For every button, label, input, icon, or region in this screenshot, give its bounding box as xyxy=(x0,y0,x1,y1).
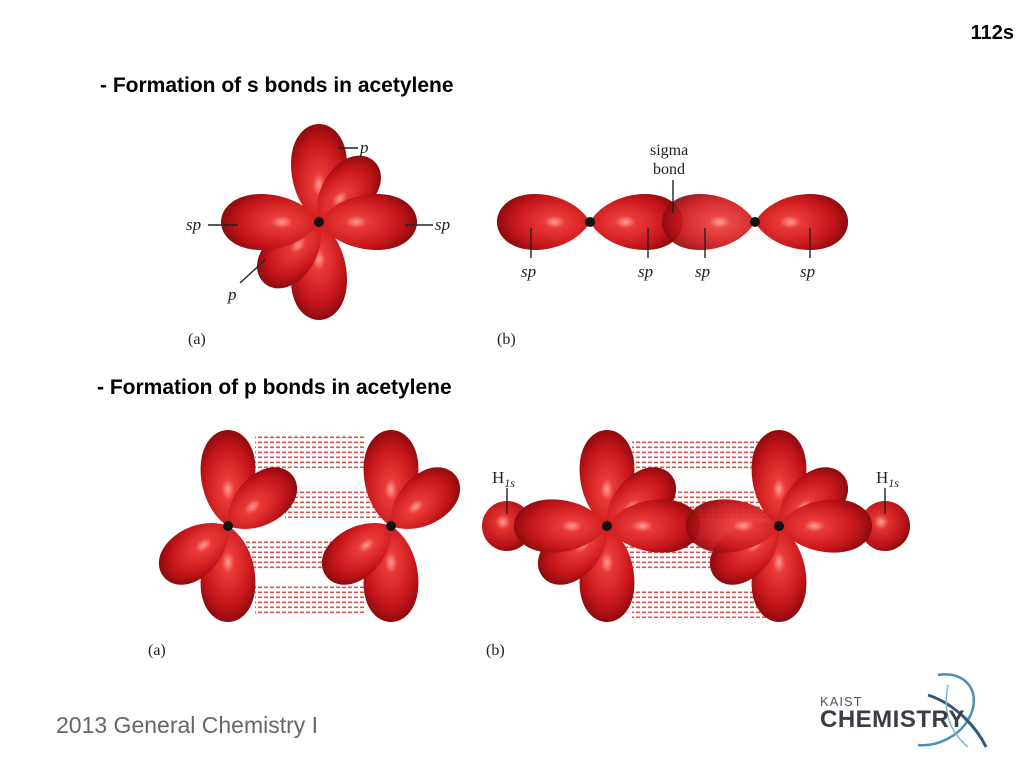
carbon-nucleus-b2 xyxy=(774,521,784,531)
heading-pi-bonds: - Formation of p bonds in acetylene xyxy=(97,376,452,399)
panel-label-pi-a: (a) xyxy=(148,642,166,659)
sigma-panel-a: p sp sp p (a) xyxy=(186,124,450,348)
label-h1s-right: H1s xyxy=(876,468,899,490)
hydrogen-1s-right xyxy=(860,501,910,551)
label-p-bottom: p xyxy=(227,285,237,304)
carbon-nucleus-left xyxy=(585,217,595,227)
label-sp-4: sp xyxy=(800,262,815,281)
carbon-nucleus xyxy=(314,217,324,227)
kaist-chemistry-logo xyxy=(917,673,988,748)
pi-panel-a: (a) xyxy=(147,429,472,659)
pi-overlap-top xyxy=(255,436,365,468)
label-sp-right: sp xyxy=(435,215,450,234)
carbon-nucleus-2 xyxy=(386,521,396,531)
slide-number: 112s xyxy=(970,22,1014,44)
carbon-nucleus-b1 xyxy=(602,521,612,531)
label-sp-3: sp xyxy=(695,262,710,281)
label-sp-left: sp xyxy=(186,215,201,234)
label-sp-1: sp xyxy=(521,262,536,281)
sigma-panel-b: sigma bond sp sp sp sp (b) xyxy=(496,142,849,348)
carbon-nucleus-right xyxy=(750,217,760,227)
panel-label-pi-b: (b) xyxy=(486,642,505,659)
pi-panel-b: H1s H1s (b) xyxy=(482,429,910,659)
label-sigma: sigma xyxy=(650,142,688,159)
label-p-top: p xyxy=(359,138,369,157)
label-sp-2: sp xyxy=(638,262,653,281)
logo-chemistry: CHEMISTRY xyxy=(820,706,965,733)
pi-overlap-bottom xyxy=(255,586,365,616)
label-bond: bond xyxy=(653,161,685,178)
label-h1s-left: H1s xyxy=(492,468,515,490)
footer-course-title: 2013 General Chemistry I xyxy=(56,712,319,738)
carbon-nucleus-1 xyxy=(223,521,233,531)
panel-label-a: (a) xyxy=(188,331,206,348)
logo-kaist: KAIST xyxy=(820,694,863,709)
heading-sigma-bonds: - Formation of s bonds in acetylene xyxy=(100,74,454,97)
panel-label-b: (b) xyxy=(497,331,516,348)
